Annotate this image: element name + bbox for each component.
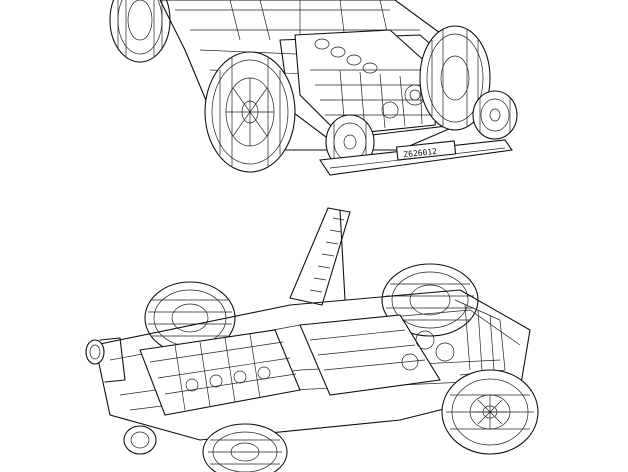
bottom-front-right-wheel	[441, 369, 539, 455]
top-right-wheel	[419, 25, 491, 131]
top-front-left-wheel	[204, 51, 296, 173]
bottom-car-model	[85, 207, 539, 472]
bottom-raised-hood	[289, 207, 351, 306]
bottom-engine	[139, 329, 301, 416]
license-plate-text: Z626012	[403, 147, 438, 159]
bottom-cockpit	[299, 299, 506, 396]
top-engine	[294, 29, 441, 136]
bottom-small-wheel	[123, 425, 157, 455]
top-rear-left-wheel	[109, 0, 171, 63]
bottom-front-left-wheel	[202, 423, 288, 472]
bottom-exhaust	[85, 337, 126, 383]
top-small-front-right-wheel	[472, 90, 518, 140]
top-car-model: Z626012	[109, 0, 518, 176]
top-front-bumper: Z626012	[319, 139, 513, 176]
